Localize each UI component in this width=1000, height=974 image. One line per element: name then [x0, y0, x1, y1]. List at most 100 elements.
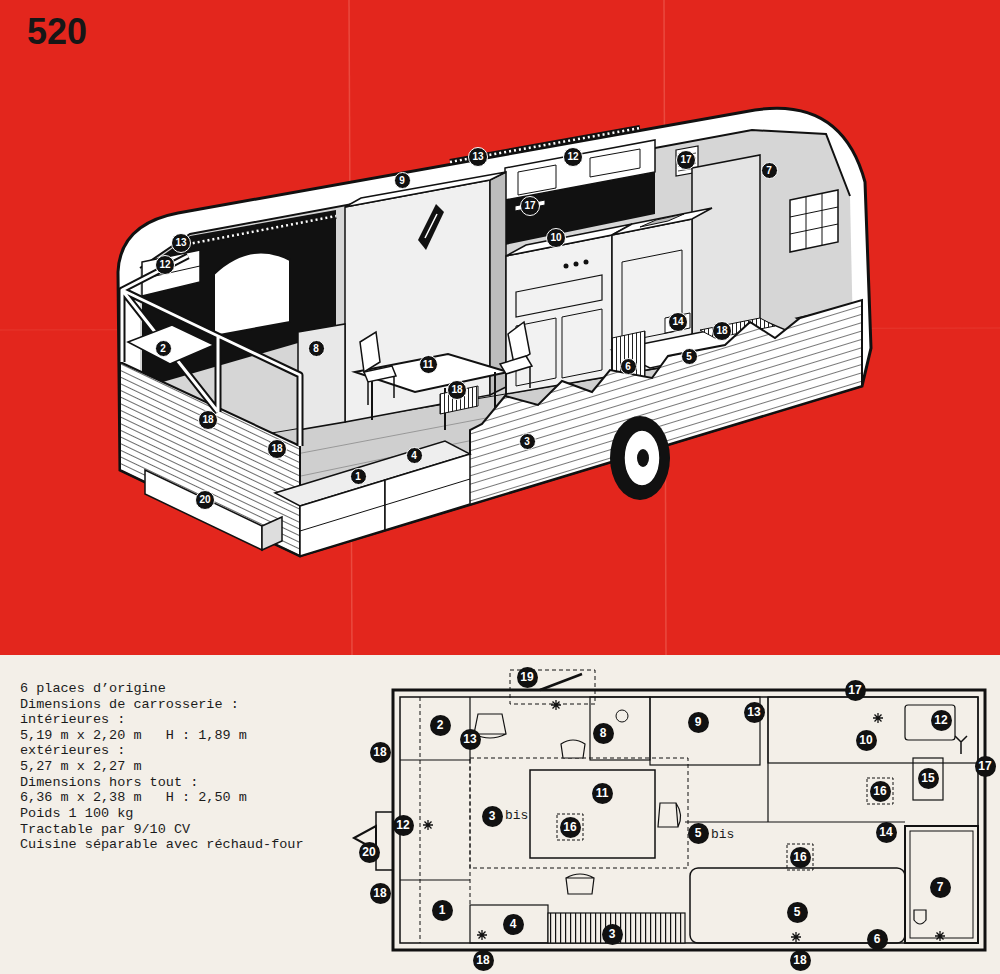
callout-number: 17 — [676, 150, 696, 170]
toilet-symbol — [914, 910, 926, 924]
callout-number: 18 — [370, 883, 391, 904]
kitchen-counter — [768, 697, 978, 763]
spec-line: Tractable par 9/10 CV — [20, 822, 190, 838]
box-shelf — [300, 479, 470, 531]
callout-number: 5 — [787, 902, 808, 923]
cabinet-door — [518, 165, 556, 195]
chair-seat — [364, 366, 396, 405]
callout-number: 20 — [359, 842, 380, 863]
mirror — [418, 204, 444, 250]
paper-ground — [0, 655, 1000, 974]
callout-number: 7 — [761, 162, 778, 179]
callout-number: 18 — [473, 950, 494, 971]
chair — [658, 803, 681, 827]
door-leaf — [540, 674, 582, 690]
tap-symbol — [955, 736, 967, 754]
arched-window — [214, 253, 290, 336]
light-points — [423, 700, 945, 942]
callout-number: 8 — [593, 723, 614, 744]
callout-number: 16 — [790, 847, 811, 868]
curtain-rail — [178, 216, 336, 246]
spec-line: Poids 1 100 kg — [20, 806, 133, 822]
callout-number: 5 — [688, 823, 709, 844]
chair — [561, 740, 585, 758]
callout-number: 14 — [876, 822, 897, 843]
callout-number: 12 — [393, 815, 414, 836]
callout-number: 17 — [975, 756, 996, 777]
chair-seat — [500, 356, 532, 396]
drawbar-box — [376, 812, 393, 870]
callout-number: 3 — [519, 433, 536, 450]
callout-number: 14 — [668, 312, 688, 332]
mirror-glint — [425, 214, 437, 238]
oven-door — [516, 275, 602, 317]
spec-line: Dimensions hors tout : — [20, 775, 198, 791]
callout-number: 13 — [468, 147, 488, 167]
heater-symbol — [616, 710, 628, 722]
callout-number: 6 — [620, 358, 637, 375]
callout-number: 9 — [394, 172, 411, 189]
callout-number: 3 — [482, 806, 503, 827]
callout-number: 11 — [592, 783, 613, 804]
callout-number: 18 — [267, 439, 287, 459]
plan-outer-wall — [393, 690, 985, 950]
roof-vent — [557, 814, 583, 840]
shelf-unit — [790, 190, 838, 252]
callout-number: 18 — [790, 950, 811, 971]
caravan-shell — [118, 108, 871, 556]
callout-number: 13 — [171, 233, 191, 253]
callout-number: 2 — [155, 340, 172, 357]
wheel-tyre — [610, 416, 670, 500]
storage-box — [145, 470, 262, 550]
roof-vent — [787, 844, 813, 870]
callout-number: 9 — [688, 712, 709, 733]
callout-number: 12 — [155, 255, 175, 275]
spec-line: 5,19 m x 2,20 m H : 1,89 m — [20, 728, 247, 744]
wheel-hub — [637, 449, 649, 467]
callout-number: 10 — [546, 228, 566, 248]
callout-number: 18 — [198, 410, 218, 430]
callout-number: 15 — [918, 768, 939, 789]
callout-number: 5 — [681, 348, 698, 365]
chair — [566, 874, 594, 894]
callout-number: 2 — [430, 715, 451, 736]
callout-number: 17 — [845, 680, 866, 701]
spec-line: 5,27 m x 2,27 m — [20, 759, 142, 775]
wheel-rim — [624, 430, 660, 486]
callout-number: 16 — [870, 781, 891, 802]
spec-line: intérieures : — [20, 712, 125, 728]
cabinet — [590, 697, 650, 760]
callout-number: 4 — [503, 914, 524, 935]
bis-note: bis — [711, 827, 734, 843]
bench-outline — [420, 697, 421, 943]
partition-wall — [692, 155, 760, 336]
spec-line: Cuisine séparable avec réchaud-four — [20, 837, 304, 853]
roof-vent — [867, 778, 893, 804]
seat-cushion — [665, 313, 690, 333]
callout-number: 18 — [712, 321, 732, 341]
cooker-knob — [584, 260, 589, 265]
wardrobe — [650, 697, 760, 765]
cabinet-door — [562, 309, 602, 378]
shelf-grid — [790, 194, 838, 249]
folding-shelf — [128, 325, 214, 364]
storage-box-side — [262, 517, 282, 550]
callout-number: 4 — [406, 447, 423, 464]
washroom — [905, 826, 978, 943]
table — [530, 770, 655, 858]
callout-number: 18 — [370, 742, 391, 763]
wardrobe-top — [345, 172, 506, 207]
spec-line: 6 places d’origine — [20, 681, 166, 697]
partition — [685, 697, 905, 822]
model-number: 520 — [27, 14, 87, 50]
table-legs — [372, 372, 495, 430]
sink-top — [612, 208, 712, 235]
sink — [640, 214, 684, 227]
side-wall-cutaway — [300, 300, 862, 556]
callout-number: 20 — [195, 490, 215, 510]
callout-number: 13 — [460, 729, 481, 750]
callout-number: 6 — [867, 929, 888, 950]
wall-cabinet — [505, 140, 655, 200]
sink — [905, 705, 955, 740]
callout-number: 17 — [520, 196, 540, 216]
